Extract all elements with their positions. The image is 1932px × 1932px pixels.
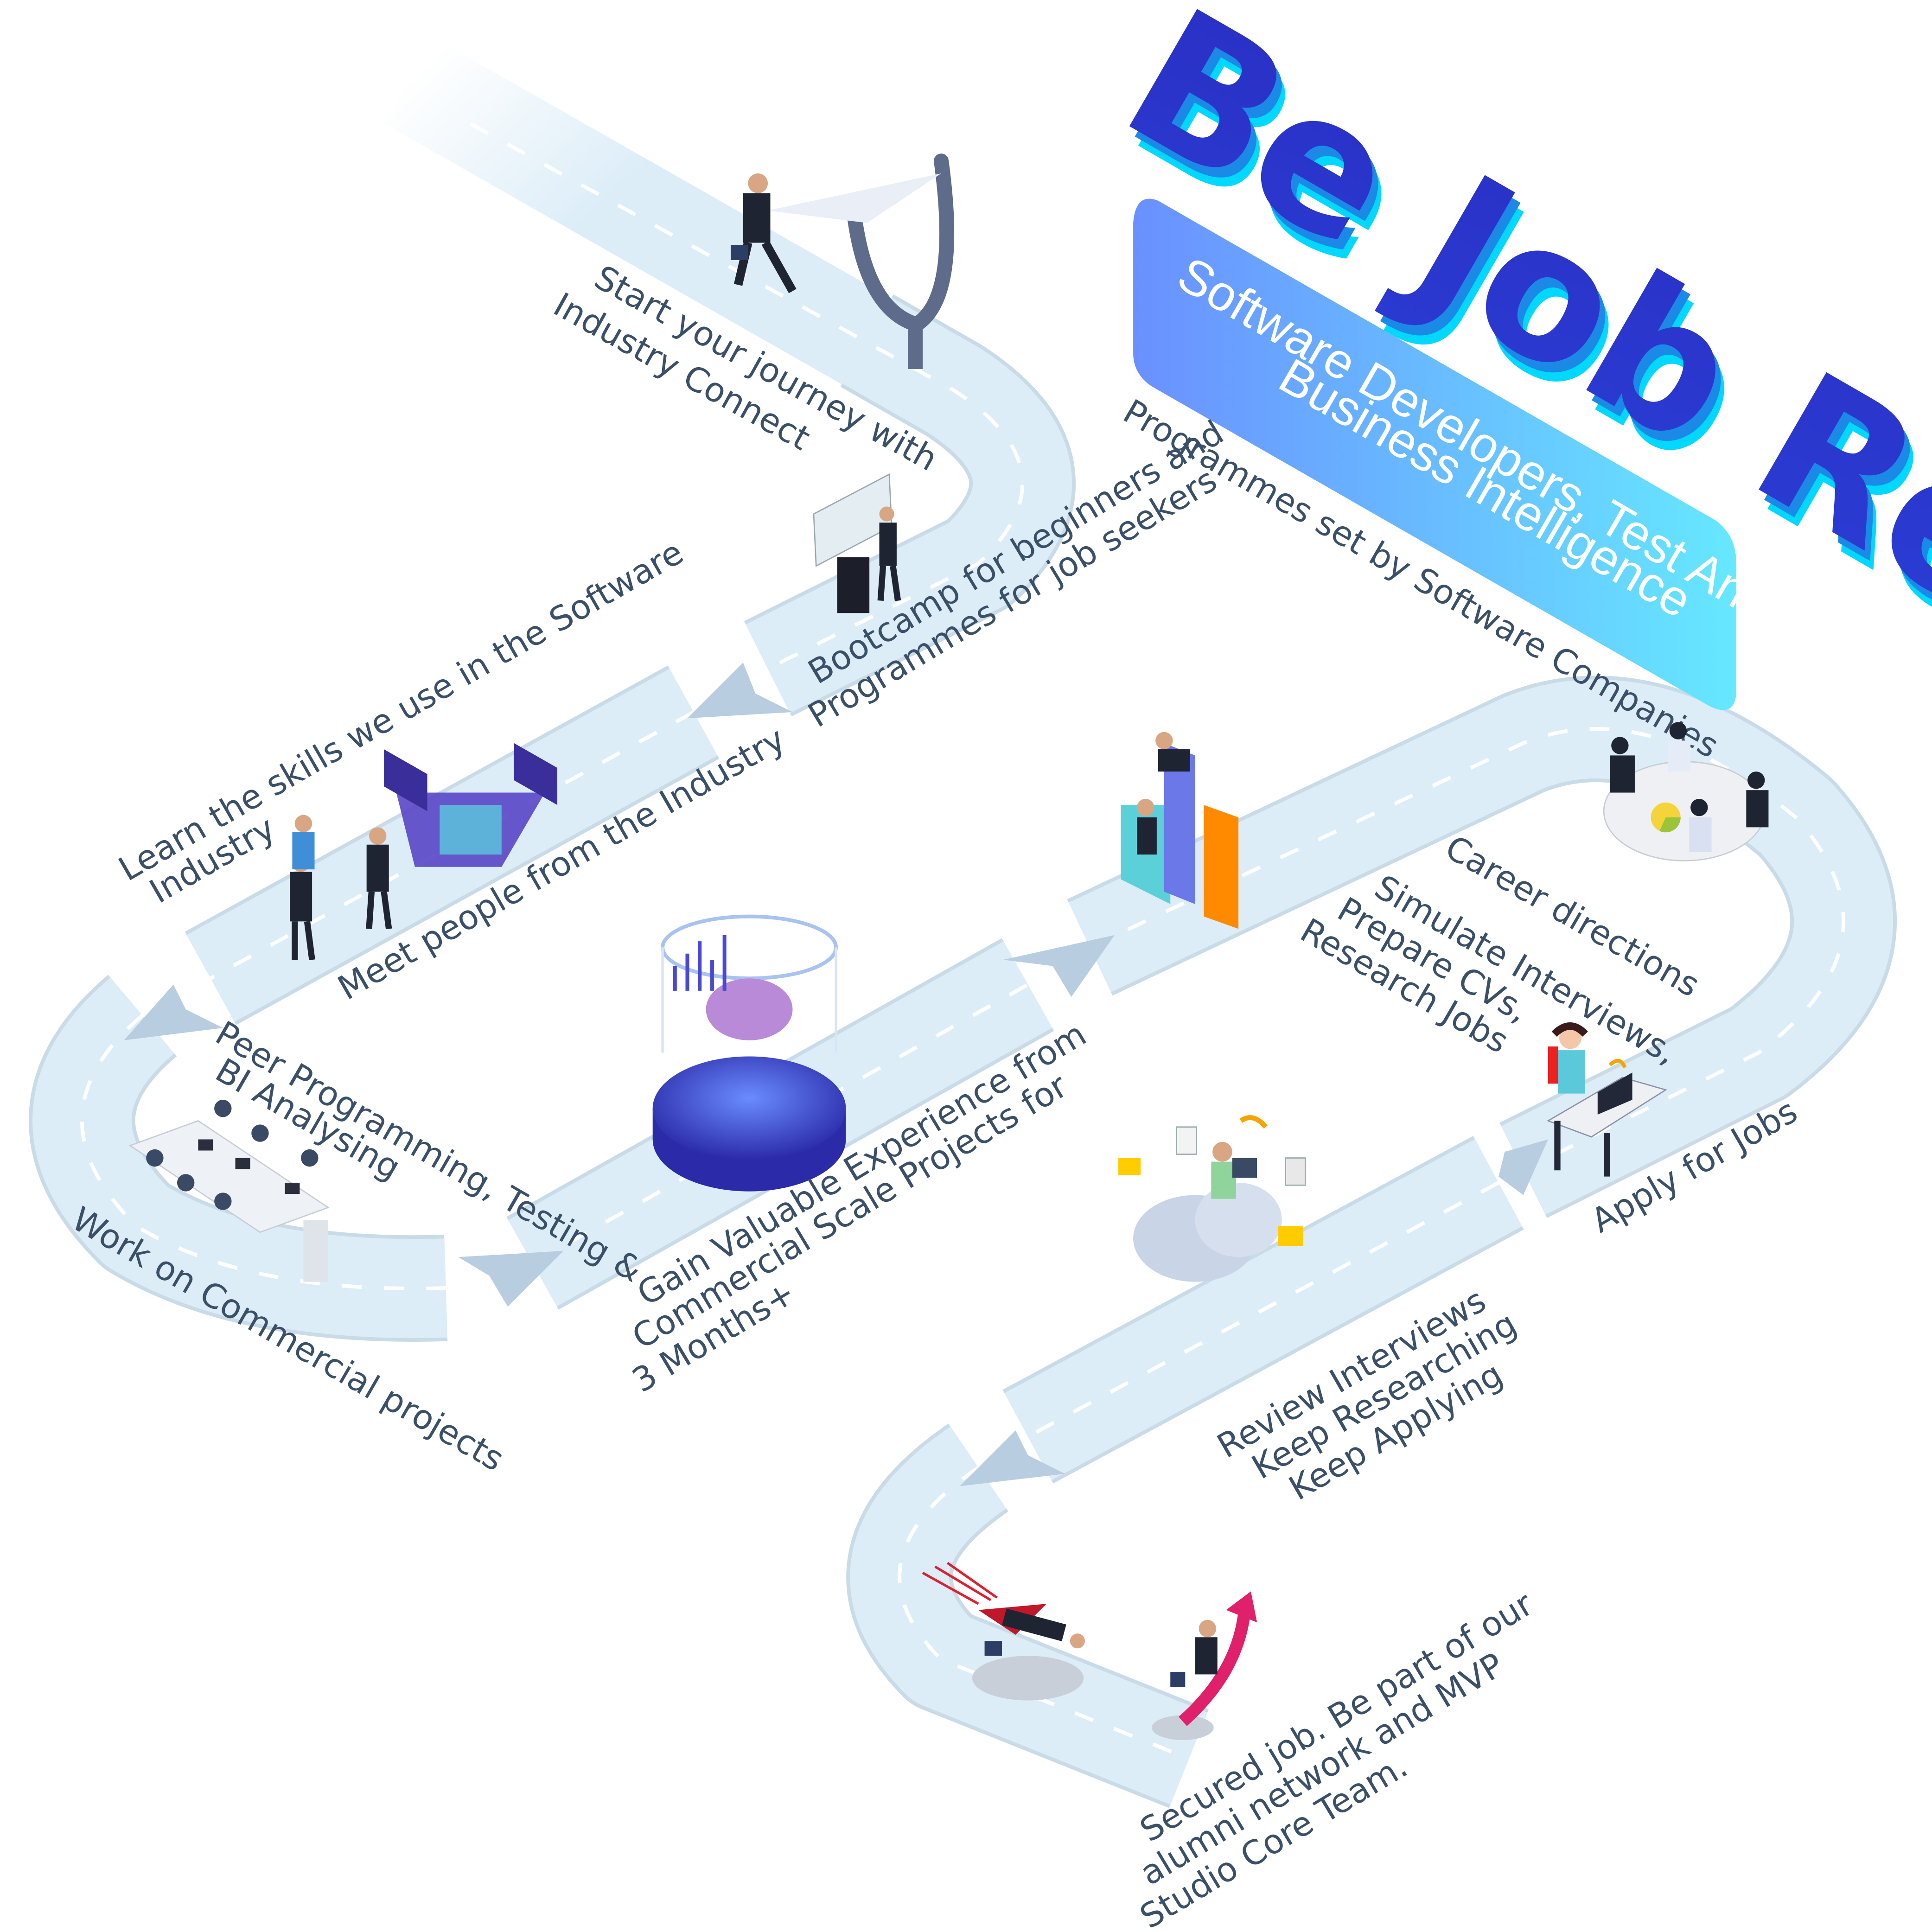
arrow-icon bbox=[1003, 935, 1115, 997]
arrow-icon bbox=[458, 1250, 564, 1307]
superhero-illustration bbox=[922, 1562, 1085, 1701]
cloud-research-illustration bbox=[1118, 1115, 1306, 1282]
meeting-table-illustration bbox=[1603, 722, 1769, 861]
slingshot-illustration bbox=[730, 153, 955, 370]
arrow-icon bbox=[960, 1430, 1065, 1486]
presentation-illustration bbox=[813, 473, 901, 613]
step-secured-line-2: alumni network and MVP bbox=[1134, 1645, 1511, 1894]
team-desk-illustration bbox=[128, 1099, 330, 1282]
laptops-illustration bbox=[290, 743, 558, 960]
step-secured: Secured job. Be part of our alumni netwo… bbox=[1134, 1584, 1540, 1932]
step-simulate: Simulate Interviews, Prepare CVs, Resear… bbox=[1294, 867, 1683, 1072]
brain-platform-illustration bbox=[652, 914, 846, 1192]
rising-arrow-illustration bbox=[1152, 1591, 1257, 1740]
arrow-icon bbox=[1498, 1139, 1548, 1195]
bar-chart-climb-illustration bbox=[1121, 732, 1239, 929]
arrow-icon bbox=[687, 663, 793, 719]
support-desk-illustration bbox=[1546, 1022, 1667, 1177]
arrow-icon bbox=[124, 984, 223, 1040]
road-arrows bbox=[124, 663, 1548, 1486]
road-dashes bbox=[80, 122, 1846, 1760]
